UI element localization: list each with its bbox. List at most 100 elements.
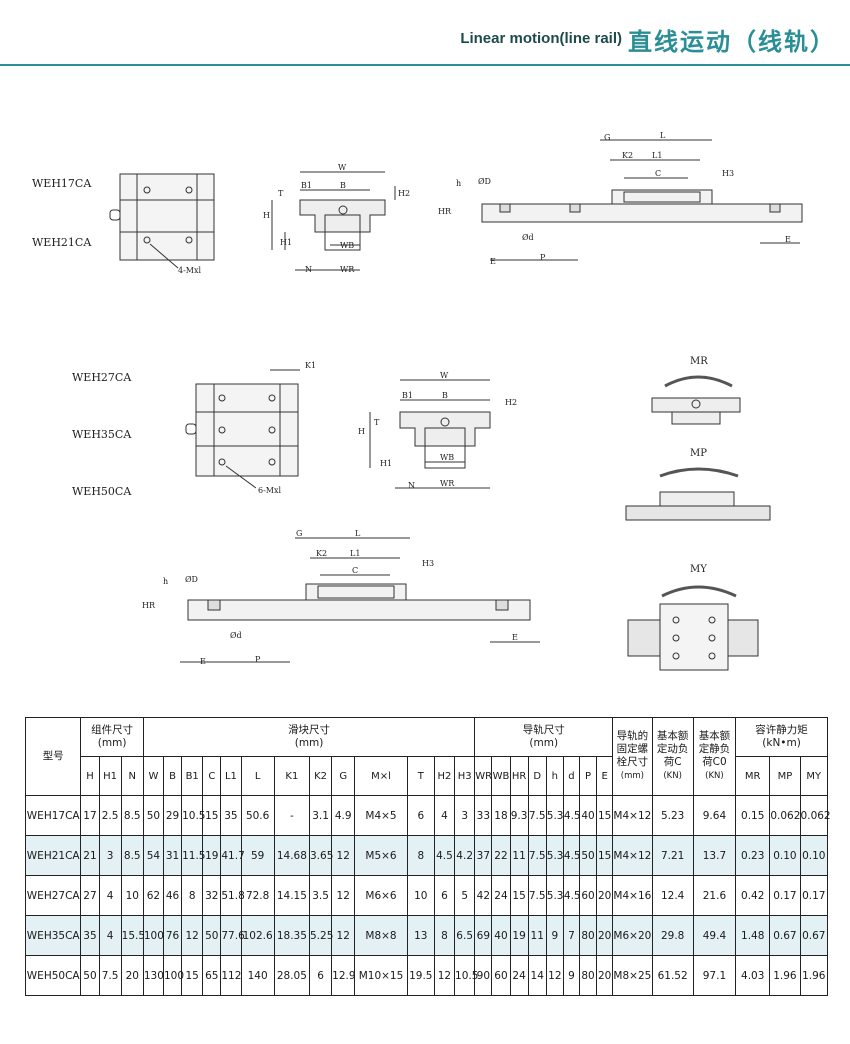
table-cell: 46 [162,875,183,916]
table-cell: 100 [142,915,164,956]
table-cell: 31 [162,835,183,876]
table-cell: 20 [596,915,614,956]
col-d-big: D [527,756,547,796]
table-cell: 37 [474,835,493,876]
table-cell: 19 [509,915,529,956]
col-hr: HR [509,756,529,796]
model-label-weh21ca: WEH21CA [32,236,92,249]
table-cell: 15 [509,875,529,916]
table-cell: 21 [80,835,100,876]
header-rail: 导轨尺寸(mm) [474,717,614,757]
dim-l-1: L [660,131,666,140]
table-cell: 4.5 [562,795,581,836]
table-cell: 14 [527,955,547,996]
table-cell: 5.3 [545,875,564,916]
table-cell: 80 [578,955,598,996]
table-cell: 28.05 [273,955,311,996]
dim-n-2: N [408,481,415,490]
table-cell: M4×12 [612,795,653,836]
table-cell: 97.1 [692,955,737,996]
dim-h3-1: H3 [722,169,734,178]
table-cell: 12 [433,955,456,996]
table-cell: 12 [331,915,356,956]
moment-mp-label: MP [690,448,707,459]
dim-e-1: E [490,257,496,266]
table-cell: 20 [596,875,614,916]
table-cell: M4×16 [612,875,653,916]
table-cell: 9 [562,955,581,996]
table-cell: 4.5 [433,835,456,876]
table-cell: M10×15 [354,955,408,996]
dim-wb-1: WB [340,241,354,250]
col-h1: H1 [98,756,122,796]
table-cell: 32 [202,875,222,916]
header-bolt: 导轨的固定螺栓尺寸(mm) [612,717,653,796]
dim-dd-2: ØD [185,575,198,584]
side-view-small: L G K2 L1 C H3 h ØD HR Ød E P E [438,131,803,266]
header-model: 型号 [24,717,82,796]
dim-b1-1: B1 [301,181,312,190]
col-mp: MP [769,756,801,796]
table-cell: 4 [98,915,122,956]
table-cell: 12 [331,875,356,916]
dim-dd-1: ØD [478,177,491,186]
model-label-weh35ca: WEH35CA [72,428,132,441]
col-d-small: d [562,756,581,796]
dim-e-1b: E [785,235,791,244]
model-label-weh27ca: WEH27CA [72,371,132,384]
header-dynamic-load: 基本额定动负荷C(KN) [651,717,694,796]
table-cell: 19.5 [406,955,435,996]
table-cell: 10.5 [454,955,478,996]
table-cell: M8×8 [354,915,408,956]
table-cell: 24 [491,875,511,916]
header-assembly: 组件尺寸(mm) [80,717,144,757]
table-cell: 35 [80,915,100,956]
table-cell: 15 [181,955,204,996]
table-cell: 13.7 [692,835,737,876]
table-cell: 102.6 [240,915,275,956]
table-cell: 20 [120,955,144,996]
dim-t-1: T [278,189,284,198]
table-cell: 5.23 [651,795,694,836]
col-h2: H2 [433,756,456,796]
table-cell: 27 [80,875,100,916]
table-cell: 6 [433,875,456,916]
table-cell: 3.5 [308,875,333,916]
table-cell: 22 [491,835,511,876]
table-cell: 41.7 [220,835,245,876]
table-cell: 130 [142,955,164,996]
table-cell: 15.5 [120,915,145,956]
dim-b1-2: B1 [402,391,413,400]
table-cell: M6×20 [612,915,653,956]
dim-c-1: C [655,169,661,178]
table-cell: 7.5 [98,955,122,996]
dim-wr-2: WR [440,479,455,488]
dim-k1-2: K1 [305,361,316,370]
row-model: WEH27CA [24,875,82,916]
dim-b-1: B [340,181,346,190]
spec-table: 型号 组件尺寸(mm) 滑块尺寸(mm) 导轨尺寸(mm) 导轨的固定螺栓尺寸(… [24,717,831,996]
moment-mr-label: MR [690,356,708,367]
table-cell: 13 [406,915,435,956]
table-cell: 8.5 [120,795,144,836]
table-cell: 4.03 [735,955,771,996]
table-cell: 10 [120,875,144,916]
dim-c-2: C [352,566,358,575]
table-cell: 1.48 [735,915,771,956]
table-cell: 3 [454,795,476,836]
table-cell: 0.42 [735,875,771,916]
table-cell: M4×12 [612,835,653,876]
col-l1: L1 [220,756,242,796]
col-mxl: M×l [354,756,408,796]
table-header-columns: H H1 N W B B1 C L1 L K1 K2 G M×l T H2 H3… [26,756,829,796]
table-cell: 7 [562,915,581,956]
table-cell: 15 [202,795,222,836]
table-cell: 0.67 [769,915,801,956]
table-cell: 140 [240,955,275,996]
table-cell: 54 [142,835,164,876]
table-cell: 8 [181,875,204,916]
dim-l1-2: L1 [350,549,360,558]
